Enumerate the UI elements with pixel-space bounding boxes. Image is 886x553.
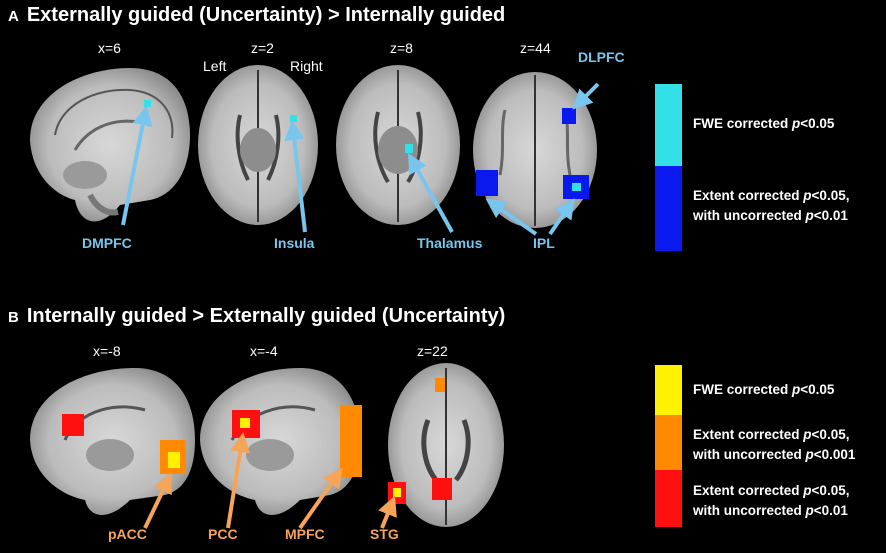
- coord-label-a4: z=44: [520, 40, 551, 56]
- coord-label-b2: x=-4: [250, 343, 278, 359]
- legend-swatch-a-extent: [655, 166, 682, 251]
- region-label-pacc: pACC: [108, 526, 147, 542]
- coord-label-b3: z=22: [417, 343, 448, 359]
- legend-swatch-a-fwe: [655, 84, 682, 166]
- panel-b-title: B Internally guided > Externally guided (…: [8, 305, 505, 328]
- brain-sagittal-xm8: [30, 368, 195, 515]
- legend-swatch-b-extent-001: [655, 415, 682, 470]
- activation-dlpfc: [562, 108, 576, 124]
- region-label-insula: Insula: [274, 235, 315, 251]
- arrow-ipl-left: [485, 198, 538, 236]
- activation-z22-front: [435, 378, 445, 392]
- brain-axial-z8: [336, 65, 460, 225]
- activation-pcc-xm8: [62, 414, 84, 436]
- arrow-mpfc: [298, 467, 343, 530]
- activation-insula: [290, 115, 297, 122]
- region-label-dlpfc: DLPFC: [578, 49, 625, 65]
- activation-pcc-xm4-core: [240, 418, 250, 428]
- activation-thalamus: [405, 144, 413, 153]
- arrow-pcc: [226, 432, 250, 529]
- region-label-mpfc: MPFC: [285, 526, 325, 542]
- panel-a-letter: A: [8, 8, 19, 25]
- region-label-thalamus: Thalamus: [417, 235, 483, 251]
- arrow-ipl-right: [548, 198, 575, 236]
- arrow-thalamus: [408, 153, 454, 233]
- panel-a-title: A Externally guided (Uncertainty) > Inter…: [8, 4, 505, 27]
- legend-swatch-b-extent-01: [655, 470, 682, 527]
- activation-ipl-right-core: [572, 183, 581, 191]
- arrow-pacc: [143, 472, 172, 529]
- region-label-ipl: IPL: [533, 235, 555, 251]
- coord-label-a1: x=6: [98, 40, 121, 56]
- activation-ipl-left: [476, 170, 498, 196]
- activation-mpfc: [340, 405, 362, 477]
- brain-sagittal-x6: [30, 68, 190, 222]
- brain-sagittal-xm4: [200, 368, 360, 515]
- region-label-pcc: PCC: [208, 526, 238, 542]
- left-label: Left: [203, 58, 227, 74]
- activation-pacc-core: [168, 452, 180, 468]
- activation-z22-right: [432, 478, 452, 500]
- legend-text-a-extent: Extent corrected p<0.05, with uncorrecte…: [693, 188, 850, 223]
- coord-label-a2: z=2: [251, 40, 274, 56]
- coord-label-b1: x=-8: [93, 343, 121, 359]
- panel-b-letter: B: [8, 309, 19, 326]
- legend-text-a-fwe: FWE corrected p<0.05: [693, 116, 835, 131]
- activation-stg-core: [393, 488, 401, 497]
- arrow-dmpfc: [121, 105, 153, 226]
- activation-dmpfc: [144, 100, 151, 107]
- arrow-dlpfc: [572, 82, 600, 110]
- coord-label-a3: z=8: [390, 40, 413, 56]
- legend-text-b-extent-001: Extent corrected p<0.05, with uncorrecte…: [693, 427, 856, 462]
- panel-b-title-text: Internally guided > Externally guided (U…: [26, 305, 506, 327]
- legend-swatch-b-fwe: [655, 365, 682, 415]
- arrow-insula: [284, 120, 307, 233]
- right-label: Right: [290, 58, 323, 74]
- brain-axial-z2: [198, 65, 318, 225]
- legend-text-b-fwe: FWE corrected p<0.05: [693, 382, 835, 397]
- legend-text-b-extent-01: Extent corrected p<0.05, with uncorrecte…: [693, 483, 850, 518]
- panel-a-title-text: Externally guided (Uncertainty) > Intern…: [26, 4, 506, 26]
- arrow-stg: [378, 495, 397, 529]
- region-label-stg: STG: [370, 526, 399, 542]
- region-label-dmpfc: DMPFC: [82, 235, 132, 251]
